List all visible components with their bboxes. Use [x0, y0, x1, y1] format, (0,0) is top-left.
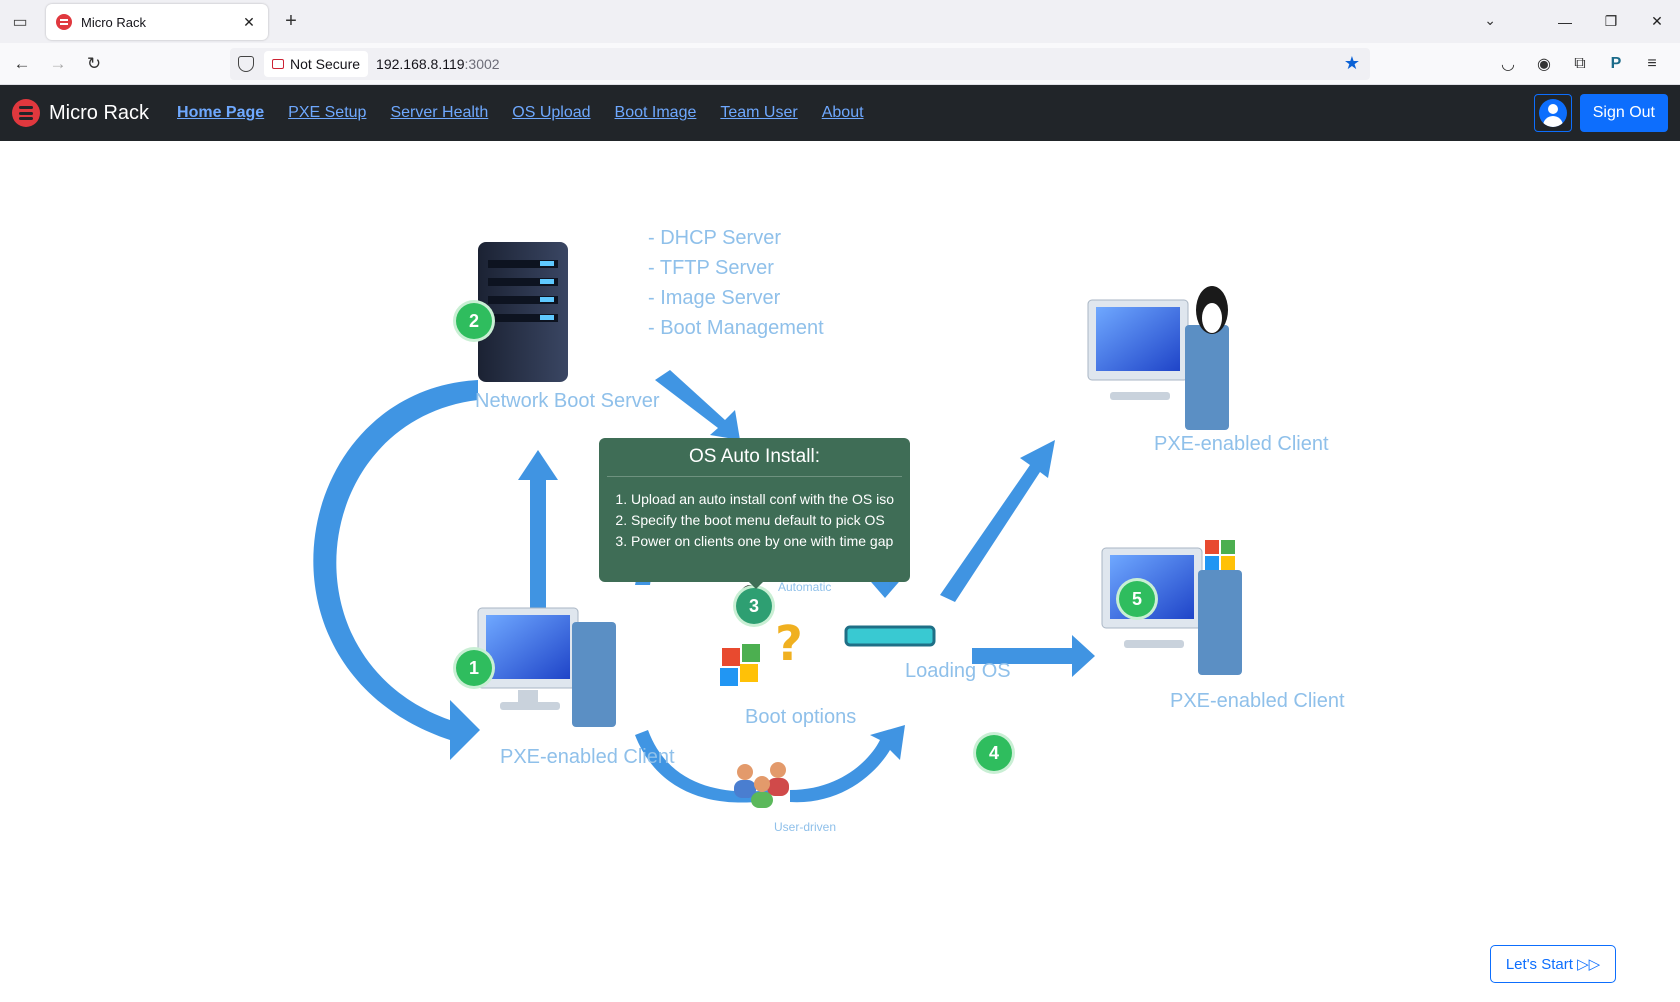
- client-label-top-right: PXE-enabled Client: [1154, 433, 1329, 455]
- tooltip-step: Upload an auto install conf with the OS …: [631, 489, 902, 510]
- client-left-graphic: [477, 607, 616, 727]
- diagram-graphics: ?: [313, 242, 1242, 808]
- window-controls: — ❐ ✕: [1542, 0, 1680, 43]
- user-driven-label: User-driven: [774, 820, 837, 834]
- pocket-icon[interactable]: ◡: [1501, 56, 1515, 73]
- extensions-icon[interactable]: ⧉: [1574, 55, 1586, 72]
- shield-icon[interactable]: [238, 56, 254, 72]
- tooltip-title: OS Auto Install:: [607, 438, 902, 477]
- step-1-badge: 1: [456, 650, 492, 686]
- bookmark-star-icon[interactable]: ★: [1343, 53, 1360, 73]
- nav-home-page[interactable]: Home Page: [177, 104, 265, 121]
- client-label-left: PXE-enabled Client: [500, 746, 675, 768]
- app-navbar: Micro Rack Home Page PXE Setup Server He…: [0, 85, 1680, 141]
- user-avatar-button[interactable]: [1534, 94, 1572, 132]
- service-boot-mgmt: - Boot Management: [648, 317, 824, 339]
- step-4-badge: 4: [976, 735, 1012, 771]
- tab-favicon-icon: [56, 14, 72, 30]
- toolbar-icons: ◡ ◉ ⧉ P ≡: [1490, 48, 1670, 80]
- browser-tab-bar: ▭ Micro Rack ✕ + ⌄ — ❐ ✕: [0, 0, 1680, 43]
- reload-icon[interactable]: ↻: [86, 53, 102, 73]
- client-top-right-graphic: [1087, 286, 1229, 430]
- tooltip-step: Power on clients one by one with time ga…: [631, 531, 902, 552]
- nav-pxe-setup[interactable]: PXE Setup: [288, 104, 367, 121]
- nav-about[interactable]: About: [821, 104, 864, 121]
- brand-name: Micro Rack: [49, 101, 150, 124]
- tooltip-step: Specify the boot menu default to pick OS: [631, 510, 902, 531]
- automatic-label: Automatic: [778, 580, 832, 594]
- forward-icon[interactable]: →: [49, 53, 67, 73]
- new-tab-icon[interactable]: +: [285, 9, 297, 32]
- sign-out-button[interactable]: Sign Out: [1579, 94, 1668, 132]
- lock-broken-icon: [272, 59, 284, 69]
- nav-os-upload[interactable]: OS Upload: [512, 104, 591, 121]
- account-icon[interactable]: ◉: [1537, 56, 1551, 73]
- restore-icon[interactable]: ❐: [1604, 13, 1618, 29]
- loading-os-label: Loading OS: [905, 660, 1011, 682]
- users-graphic: [734, 762, 789, 808]
- user-icon: [1539, 99, 1567, 127]
- step-3-badge: 3: [736, 588, 772, 624]
- back-icon[interactable]: ←: [13, 53, 31, 73]
- pxe-boot-diagram: ? - DHCP Server - TFTP Server - Image Se…: [250, 227, 1370, 910]
- brand[interactable]: Micro Rack: [12, 99, 149, 127]
- close-window-icon[interactable]: ✕: [1651, 13, 1663, 29]
- security-label: Not Secure: [290, 56, 361, 72]
- tooltip-arrow: [749, 582, 763, 589]
- step-2-badge: 2: [456, 303, 492, 339]
- boot-options-label: Boot options: [745, 706, 857, 728]
- security-indicator[interactable]: Not Secure: [264, 51, 369, 77]
- server-label: Network Boot Server: [475, 390, 660, 412]
- client-label-bottom-right: PXE-enabled Client: [1170, 690, 1345, 712]
- nav-team-user[interactable]: Team User: [720, 104, 798, 121]
- tooltip-steps: Upload an auto install conf with the OS …: [631, 489, 902, 552]
- tab-list-icon[interactable]: ▭: [12, 13, 28, 31]
- url-text[interactable]: 192.168.8.119:3002: [376, 56, 500, 72]
- service-tftp: - TFTP Server: [648, 257, 774, 279]
- nav-server-health[interactable]: Server Health: [390, 104, 489, 121]
- os-auto-install-tooltip: OS Auto Install: Upload an auto install …: [599, 438, 910, 589]
- lets-start-button[interactable]: Let's Start ▷▷: [1490, 945, 1616, 983]
- extension-p-icon[interactable]: P: [1610, 55, 1622, 72]
- url-bar[interactable]: Not Secure 192.168.8.119:3002 ★: [230, 48, 1370, 80]
- browser-nav-bar: ← → ↻ Not Secure 192.168.8.119:3002 ★ ◡ …: [0, 43, 1680, 85]
- browser-tab[interactable]: Micro Rack ✕: [46, 4, 268, 40]
- service-image: - Image Server: [648, 287, 781, 309]
- svg-text:?: ?: [775, 616, 803, 672]
- nav-boot-image[interactable]: Boot Image: [614, 104, 697, 121]
- service-dhcp: - DHCP Server: [648, 227, 781, 249]
- step-5-badge: 5: [1119, 581, 1155, 617]
- url-port: :3002: [464, 56, 500, 72]
- list-all-tabs-icon[interactable]: ⌄: [1484, 12, 1496, 28]
- menu-icon[interactable]: ≡: [1647, 55, 1657, 72]
- server-graphic: [478, 242, 568, 382]
- tab-title: Micro Rack: [81, 14, 147, 30]
- tab-close-icon[interactable]: ✕: [243, 13, 255, 30]
- minimize-icon[interactable]: —: [1558, 13, 1572, 30]
- brand-logo-icon: [12, 99, 40, 127]
- url-host: 192.168.8.119: [376, 56, 465, 72]
